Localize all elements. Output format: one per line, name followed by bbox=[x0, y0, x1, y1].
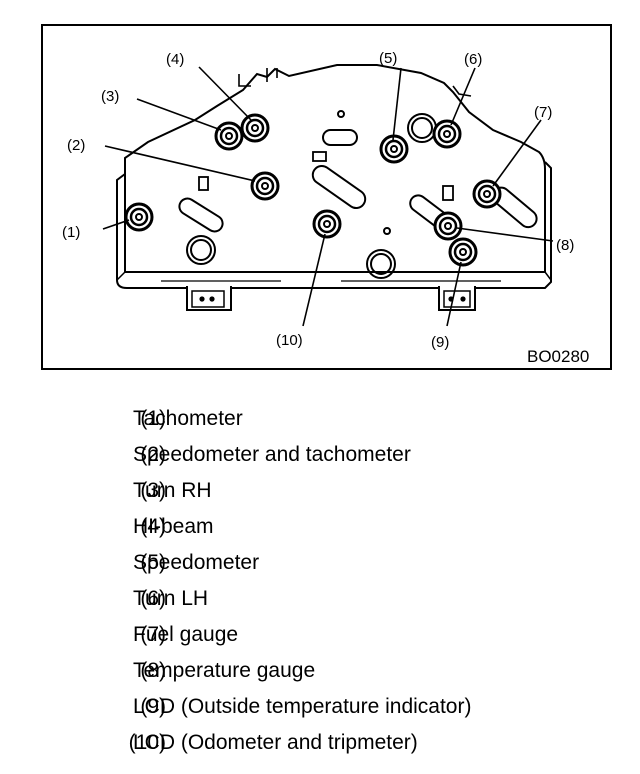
legend-number: (6) bbox=[140, 587, 166, 610]
legend-item: (9)LCD (Outside temperature indicator) bbox=[58, 692, 618, 728]
callout-label-1: (1) bbox=[62, 224, 80, 241]
top-clips bbox=[238, 68, 472, 97]
callout-label-9: (9) bbox=[431, 334, 449, 351]
legend-number: (2) bbox=[140, 443, 166, 466]
socket-9-lcd-outside-temperature bbox=[448, 237, 478, 267]
legend-label: Turn LH bbox=[133, 587, 209, 610]
socket-3-turn-rh bbox=[214, 121, 244, 151]
legend-item: (6)Turn LH bbox=[58, 584, 618, 620]
legend-number: (10) bbox=[128, 731, 166, 754]
housing-holes bbox=[186, 110, 437, 279]
legend-label: Speedometer and tachometer bbox=[133, 443, 411, 466]
legend-number: (3) bbox=[140, 479, 166, 502]
legend-number: (4) bbox=[140, 515, 166, 538]
combination-meter-figure: (1) (2) (3) (4) (5) (6) (7) (8) (9) (10)… bbox=[41, 24, 612, 370]
socket-7-fuel-gauge bbox=[472, 179, 502, 209]
callout-label-8: (8) bbox=[556, 237, 574, 254]
housing-small-tabs bbox=[198, 151, 454, 201]
socket-5-speedometer bbox=[379, 134, 409, 164]
legend-number: (5) bbox=[140, 551, 166, 574]
socket-6-turn-lh bbox=[432, 119, 462, 149]
figure-frame bbox=[41, 24, 612, 370]
socket-1-tachometer bbox=[124, 202, 154, 232]
callout-label-6: (6) bbox=[464, 51, 482, 68]
callout-label-2: (2) bbox=[67, 137, 85, 154]
legend-item: (3)Turn RH bbox=[58, 476, 618, 512]
mounting-bracket-right bbox=[438, 286, 476, 311]
legend-item: (7)Fuel gauge bbox=[58, 620, 618, 656]
bulb-sockets bbox=[124, 113, 502, 267]
legend-label: LCD (Odometer and tripmeter) bbox=[133, 731, 418, 754]
socket-2-speedometer-and-tachometer bbox=[250, 171, 280, 201]
legend-item: (8)Temperature gauge bbox=[58, 656, 618, 692]
legend-item: (2)Speedometer and tachometer bbox=[58, 440, 618, 476]
socket-4-hi-beam bbox=[240, 113, 270, 143]
meter-housing bbox=[124, 64, 546, 273]
leader-lines bbox=[102, 66, 554, 327]
legend-label: Fuel gauge bbox=[133, 623, 239, 646]
legend-number: (1) bbox=[140, 407, 166, 430]
legend-number: (8) bbox=[140, 659, 166, 682]
callout-label-4: (4) bbox=[166, 51, 184, 68]
callout-label-3: (3) bbox=[101, 88, 119, 105]
legend-item: (10)LCD (Odometer and tripmeter) bbox=[58, 728, 618, 764]
callout-label-5: (5) bbox=[379, 50, 397, 67]
figure-code: BO0280 bbox=[527, 347, 589, 366]
legend-label: Temperature gauge bbox=[133, 659, 316, 682]
combination-meter-diagram: (1) (2) (3) (4) (5) (6) (7) (8) (9) (10)… bbox=[41, 24, 612, 370]
legend-label: Turn RH bbox=[133, 479, 212, 502]
housing-side bbox=[116, 161, 552, 289]
legend-item: (5)Speedometer bbox=[58, 548, 618, 584]
legend-number: (7) bbox=[140, 623, 166, 646]
legend-number: (9) bbox=[140, 695, 166, 718]
legend-list: (1)Tachometer (2)Speedometer and tachome… bbox=[58, 404, 618, 764]
legend-label: Tachometer bbox=[133, 407, 243, 430]
legend-item: (1)Tachometer bbox=[58, 404, 618, 440]
callout-label-7: (7) bbox=[534, 104, 552, 121]
mounting-bracket-left bbox=[186, 286, 232, 311]
socket-8-temperature-gauge bbox=[433, 211, 463, 241]
socket-10-lcd-odometer bbox=[312, 209, 342, 239]
legend-label: LCD (Outside temperature indicator) bbox=[133, 695, 472, 718]
legend-item: (4)HI-beam bbox=[58, 512, 618, 548]
legend-label: Speedometer bbox=[133, 551, 260, 574]
callout-label-10: (10) bbox=[276, 332, 303, 349]
legend-label: HI-beam bbox=[133, 515, 214, 538]
